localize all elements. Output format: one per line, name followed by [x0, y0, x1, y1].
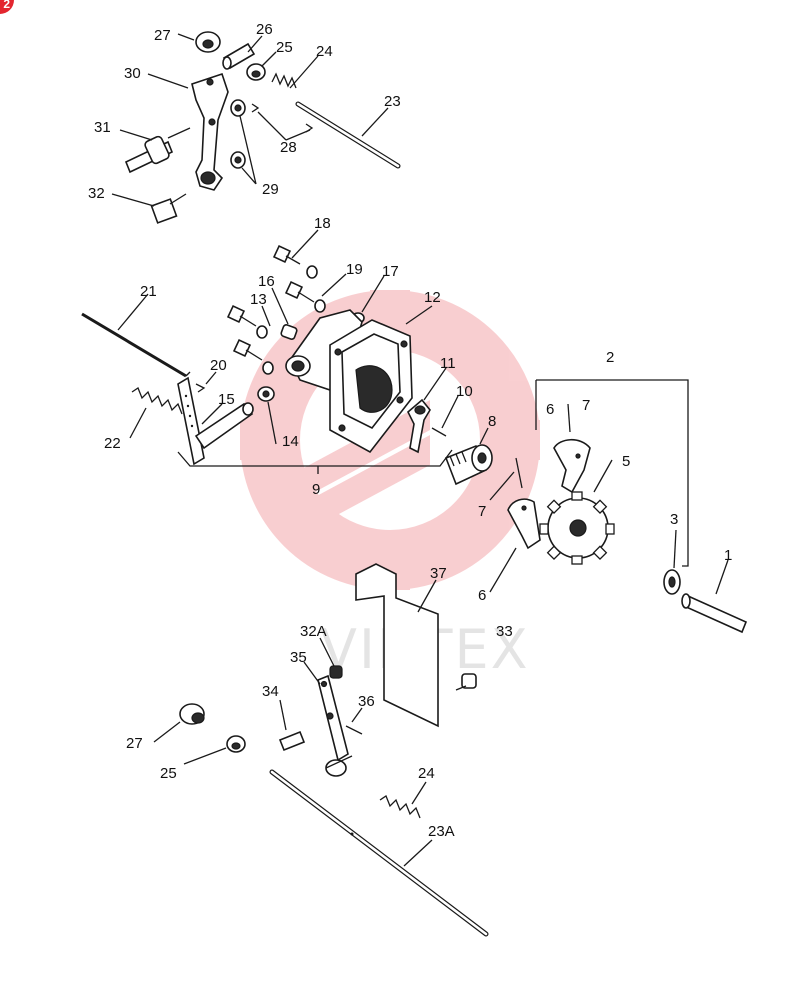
callout-23A: 23A [428, 823, 455, 840]
callout-10: 10 [456, 383, 473, 400]
callout-16: 16 [258, 273, 275, 290]
part-16-nipple [280, 324, 298, 340]
callout-7-lower: 7 [478, 503, 486, 520]
callout-27: 27 [154, 27, 171, 44]
callout-36: 36 [358, 693, 375, 710]
callout-37: 37 [430, 565, 447, 582]
part-1-shaft [681, 593, 748, 634]
part-33-fitting [455, 673, 477, 691]
callout-27-lower: 27 [126, 735, 143, 752]
part-7-pins [515, 403, 571, 489]
part-15-arm [177, 376, 254, 466]
callout-32A: 32A [300, 623, 327, 640]
callout-2: 2 [606, 349, 614, 366]
callout-23: 23 [384, 93, 401, 110]
callout-5: 5 [622, 453, 630, 470]
callout-35: 35 [290, 649, 307, 666]
callout-15: 15 [218, 391, 235, 408]
part-27-bushing-top [195, 31, 221, 53]
callout-24-lower: 24 [418, 765, 435, 782]
leader-lines [111, 33, 729, 867]
part-18-bolt [272, 244, 301, 265]
callout-25: 25 [276, 39, 293, 56]
callout-34: 34 [262, 683, 279, 700]
part-14-washer [257, 386, 275, 402]
callout-9: 9 [312, 481, 320, 498]
callout-18: 18 [314, 215, 331, 232]
part-30-lever [191, 72, 229, 191]
part-2-bracket-line [535, 379, 689, 567]
callout-19: 19 [346, 261, 363, 278]
part-37-plate [355, 563, 439, 728]
part-19-lockwashers [306, 265, 326, 313]
callout-28: 28 [280, 139, 297, 156]
part-36-pin [345, 725, 363, 735]
part-24-spring-top [271, 72, 297, 89]
part-24-spring-bottom [379, 795, 421, 819]
callout-32: 32 [88, 185, 105, 202]
part-27-bushing-bottom [179, 703, 205, 725]
part-29-washers [230, 99, 246, 169]
part-20-clip [195, 383, 206, 393]
callout-8: 8 [488, 413, 496, 430]
part-35-lever [317, 674, 353, 777]
callout-1: 1 [724, 547, 732, 564]
part-11-fork [407, 398, 431, 454]
callout-12: 12 [424, 289, 441, 306]
callout-11: 11 [440, 355, 456, 372]
part-5-gear [539, 491, 615, 565]
callout-26: 26 [256, 21, 273, 38]
callout-31: 31 [94, 119, 111, 136]
part-3-washer [663, 569, 681, 595]
part-10-pin [431, 427, 447, 437]
callout-20: 20 [210, 357, 227, 374]
part-26-pin [222, 42, 256, 70]
callout-labels: 27 26 25 24 30 23 31 28 29 32 18 19 17 1… [88, 21, 732, 840]
part-12-housing [285, 309, 413, 454]
part-21-rod [81, 312, 191, 378]
part-32-block [150, 193, 187, 224]
part-25-bushing-bottom [226, 735, 246, 753]
callout-6-lower: 6 [478, 587, 486, 604]
callout-21: 21 [140, 283, 157, 300]
part-22-spring [131, 387, 183, 415]
callout-7: 7 [582, 397, 590, 414]
callout-25-lower: 25 [160, 765, 177, 782]
part-34-pin [278, 730, 306, 752]
part-25-bushing-top [246, 63, 266, 81]
part-23A-rod [269, 769, 489, 937]
callout-14: 14 [282, 433, 299, 450]
callout-17: 17 [382, 263, 399, 280]
part-32A-fitting [329, 665, 343, 679]
callout-30: 30 [124, 65, 141, 82]
callout-3: 3 [670, 511, 678, 528]
callout-13: 13 [250, 291, 267, 308]
part-bolts-13 [226, 280, 315, 375]
callout-6: 6 [546, 401, 554, 418]
part-31-stud [124, 127, 191, 174]
callout-24: 24 [316, 43, 333, 60]
part-8-shaft [444, 444, 493, 486]
part-6-segments [507, 438, 591, 550]
callout-22: 22 [104, 435, 121, 452]
callout-29: 29 [262, 181, 279, 198]
callout-33: 33 [496, 623, 513, 640]
part-23-rod-top [295, 101, 401, 169]
